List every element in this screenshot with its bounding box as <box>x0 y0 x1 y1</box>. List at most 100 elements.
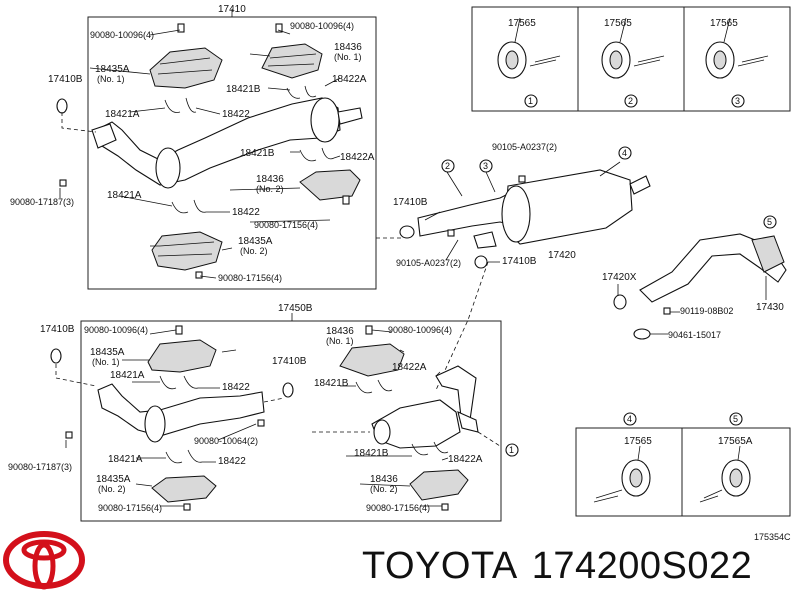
b-heat-insulator-18436-no1 <box>339 343 405 377</box>
b-label-90080-17156-b: 90080-17156(4) <box>366 503 430 513</box>
b-front-pipe <box>97 383 265 437</box>
b-label-18422-a: 18422 <box>222 382 250 393</box>
tail-hanger-bracket <box>751 235 785 273</box>
heat-insulator-18436-no1 <box>261 43 323 79</box>
b-heat-insulator-18435A-no2 <box>151 475 217 503</box>
brand-name: TOYOTA <box>362 545 518 587</box>
callout-2-text: 2 <box>628 96 633 106</box>
part-number: 174200S022 <box>531 545 753 587</box>
callout-m4-text: 4 <box>622 148 627 158</box>
callout-circle-3 <box>731 94 745 108</box>
label-18421B-a: 18421B <box>226 84 261 95</box>
b-gasket-17410B-left <box>50 348 62 364</box>
b-converter-inlet <box>144 405 166 443</box>
label-17565-3: 17565 <box>710 18 738 29</box>
label-17410B-top: 17410B <box>48 74 83 85</box>
b-heat-insulator-18435A-no1 <box>147 339 217 373</box>
b-label-18435A-no2: 18435A <box>96 474 131 485</box>
gasket-17410B-top <box>56 98 68 114</box>
bolt-icon <box>518 175 526 183</box>
label-18422-a: 18422 <box>222 109 250 120</box>
b-label-no1-a: (No. 1) <box>326 336 354 346</box>
bolt-icon <box>257 419 265 427</box>
label-90080-17187-top: 90080-17187(3) <box>10 197 74 207</box>
b-label-no1-b: (No. 1) <box>92 357 120 367</box>
b-label-no2-a: (No. 2) <box>98 484 126 494</box>
label-90080-17156-b: 90080-17156(4) <box>218 273 282 283</box>
label-18422-b: 18422 <box>232 207 260 218</box>
toyota-logo <box>3 531 85 590</box>
diagram-id: 175354C <box>754 532 791 542</box>
label-90461-15017: 90461-15017 <box>668 330 721 340</box>
label-18422A-a: 18422A <box>332 74 367 85</box>
callout-circle-m3 <box>479 159 493 173</box>
callout-circle-2 <box>624 94 638 108</box>
hanger-17565-3 <box>705 17 769 79</box>
label-17410B-mid: 17410B <box>393 197 428 208</box>
b-gasket-17410B-mid <box>282 382 294 398</box>
b-label-17410B-mid: 17410B <box>272 356 307 367</box>
b-label-18422-b: 18422 <box>218 456 246 467</box>
hanger-box-bottom <box>575 427 791 517</box>
label-17430: 17430 <box>756 302 784 313</box>
callout-k5-text: 5 <box>733 414 738 424</box>
label-17565-4: 17565 <box>624 436 652 447</box>
heat-insulator-18435A-no2 <box>151 231 223 271</box>
bolt-icon <box>65 431 73 439</box>
hanger-17565-4 <box>593 445 651 503</box>
brand-caption: TOYOTA 174200S022 <box>362 545 766 588</box>
label-17420: 17420 <box>548 250 576 261</box>
label-18421A-a: 18421A <box>105 109 140 120</box>
label-90080-10096-left: 90080-10096(4) <box>90 30 154 40</box>
callout-k4-text: 4 <box>627 414 632 424</box>
label-17420X: 17420X <box>602 272 637 283</box>
label-no1-a: (No. 1) <box>334 52 362 62</box>
label-17565A: 17565A <box>718 436 753 447</box>
label-90105-A0237-a: 90105-A0237(2) <box>492 142 557 152</box>
tail-pipe-17430 <box>639 233 787 303</box>
label-18436-no2: 18436 <box>256 174 284 185</box>
b-label-18421A-b: 18421A <box>108 454 143 465</box>
label-18435A-no2: 18435A <box>238 236 273 247</box>
label-no1-b: (No. 1) <box>97 74 125 84</box>
clamp-18421A-top <box>164 97 197 113</box>
hanger-17565-2 <box>601 17 665 79</box>
bolt-icon <box>663 307 671 315</box>
b-clamp-18421A-a <box>159 375 199 390</box>
callout-circle-k5 <box>729 412 743 426</box>
b-callout-1-text: 1 <box>509 445 514 455</box>
b-label-90080-10064: 90080-10064(2) <box>194 436 258 446</box>
bolt-icon <box>365 325 373 335</box>
heat-insulator-18436-no2 <box>299 169 361 201</box>
b-label-18422A-a: 18422A <box>392 362 427 373</box>
converter-outlet <box>310 97 340 143</box>
clamp-18421B-top <box>286 85 317 99</box>
tail-outlet <box>629 175 651 195</box>
b-label-90080-17156-a: 90080-17156(4) <box>98 503 162 513</box>
hanger-17565-1 <box>497 17 561 79</box>
label-17410B-mid2: 17410B <box>502 256 537 267</box>
label-90119-08B02: 90119-08B02 <box>680 306 733 316</box>
b-label-18436-no2: 18436 <box>370 474 398 485</box>
b-label-18435A-no1: 18435A <box>90 347 125 358</box>
callout-m2-text: 2 <box>445 161 450 171</box>
muffler-front-cap <box>501 185 531 243</box>
callout-m5-text: 5 <box>767 217 772 227</box>
b-label-90080-17187: 90080-17187(3) <box>8 462 72 472</box>
stud-bolt-icon <box>59 179 67 187</box>
group-label-17450B: 17450B <box>278 303 313 314</box>
b-label-18421B-b: 18421B <box>354 448 389 459</box>
label-90105-A0237-b: 90105-A0237(2) <box>396 258 461 268</box>
hanger-box-top <box>471 6 791 112</box>
clamp-18421A-low <box>171 199 207 214</box>
b-label-18422A-b: 18422A <box>448 454 483 465</box>
bolt-icon <box>441 503 449 511</box>
label-18421B-b: 18421B <box>240 148 275 159</box>
b-clamp-18421B-b <box>411 441 449 456</box>
heat-insulator-18435A-no1 <box>149 47 223 89</box>
b-heat-insulator-18436-no2 <box>409 469 469 501</box>
callout-circle-m4 <box>618 146 632 160</box>
callout-3-text: 3 <box>735 96 740 106</box>
